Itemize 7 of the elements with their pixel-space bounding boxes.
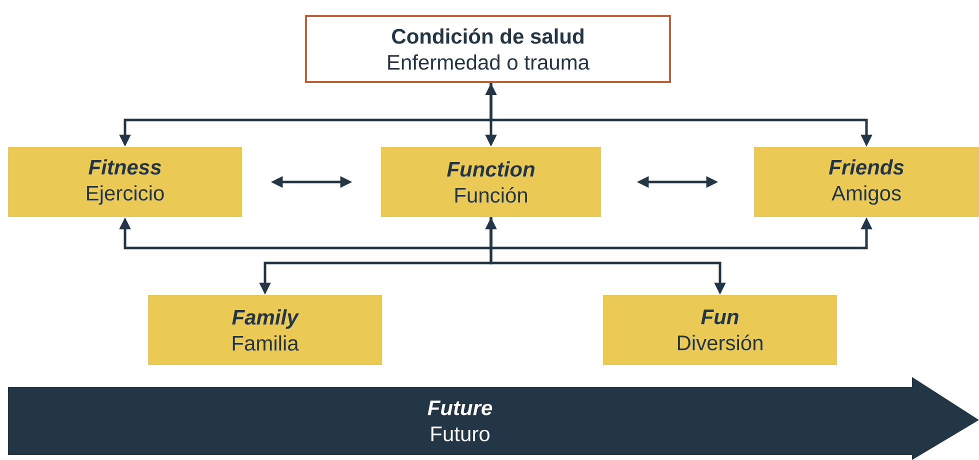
condition-box: Condición de salud Enfermedad o trauma	[305, 15, 671, 83]
concept-box: Friends Amigos	[754, 147, 979, 217]
concept-box: Fun Diversión	[603, 295, 837, 365]
arrow	[119, 217, 492, 250]
concept-box: Family Familia	[148, 295, 382, 365]
concept-box: Function Función	[381, 147, 601, 217]
concept-box: Fitness Ejercicio	[8, 147, 242, 217]
